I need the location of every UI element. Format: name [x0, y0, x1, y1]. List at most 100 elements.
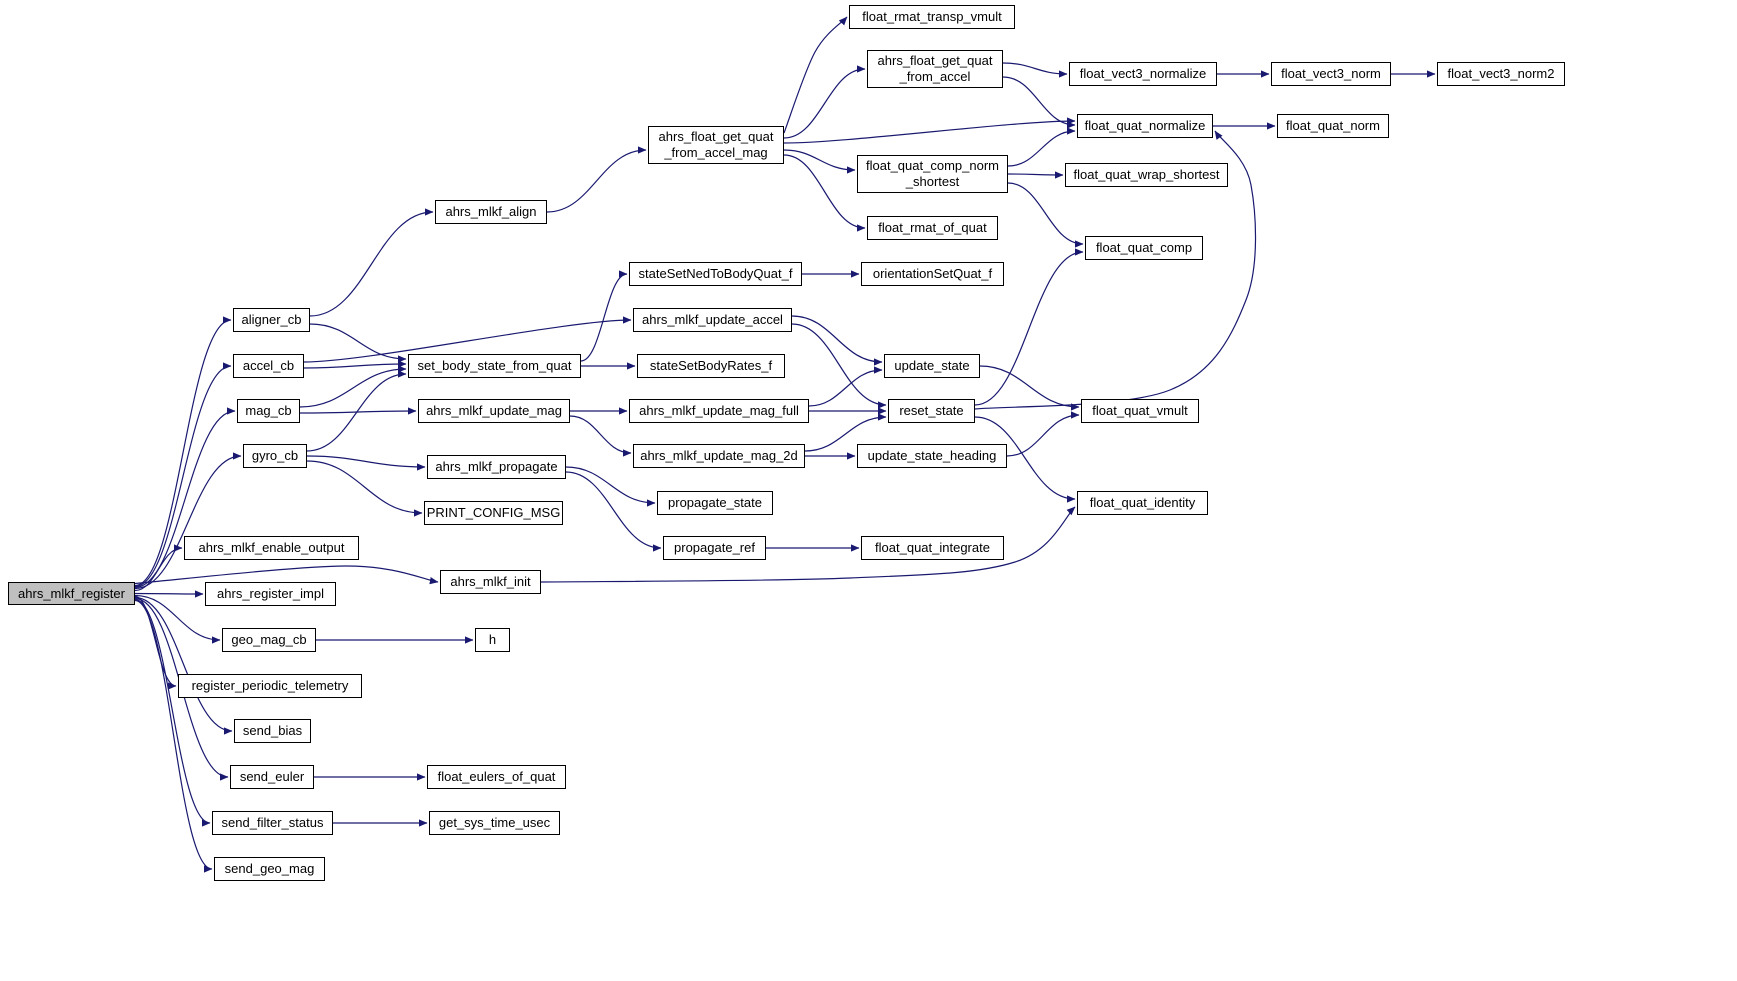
- edge-ahrs_mlkf_update_mag_full--update_state: [808, 366, 883, 407]
- node-float_quat_comp_norm_shortest[interactable]: float_quat_comp_norm_shortest: [857, 155, 1008, 193]
- edge-mag_cb--set_body_state_from_quat: [299, 365, 407, 408]
- edge-ahrs_mlkf_register--ahrs_mlkf_enable_output: [134, 544, 183, 592]
- edge-ahrs_mlkf_register--ahrs_register_impl: [134, 590, 204, 598]
- node-PRINT_CONFIG_MSG[interactable]: PRINT_CONFIG_MSG: [424, 501, 563, 525]
- node-send_euler[interactable]: send_euler: [230, 765, 314, 789]
- node-register_periodic_telemetry[interactable]: register_periodic_telemetry: [178, 674, 362, 698]
- node-float_quat_identity[interactable]: float_quat_identity: [1077, 491, 1208, 515]
- edge-ahrs_mlkf_propagate--propagate_state: [565, 466, 656, 507]
- node-set_body_state_from_quat[interactable]: set_body_state_from_quat: [408, 354, 581, 378]
- node-ahrs_mlkf_register[interactable]: ahrs_mlkf_register: [8, 582, 135, 605]
- node-mag_cb[interactable]: mag_cb: [237, 399, 300, 423]
- node-get_sys_time_usec[interactable]: get_sys_time_usec: [429, 811, 560, 835]
- node-stateSetNedToBodyQuat_f[interactable]: stateSetNedToBodyQuat_f: [629, 262, 802, 286]
- node-label: send_filter_status: [221, 815, 324, 830]
- node-label: float_quat_wrap_shortest: [1073, 167, 1220, 182]
- edge-reset_state--float_quat_identity: [974, 416, 1076, 503]
- node-propagate_ref[interactable]: propagate_ref: [663, 536, 766, 560]
- node-label: _from_accel_mag: [664, 145, 768, 160]
- node-ahrs_mlkf_update_mag_full[interactable]: ahrs_mlkf_update_mag_full: [629, 399, 809, 423]
- node-float_quat_normalize[interactable]: float_quat_normalize: [1077, 114, 1213, 138]
- edge-ahrs_mlkf_register--send_bias: [134, 596, 233, 735]
- node-label: stateSetNedToBodyQuat_f: [638, 266, 793, 281]
- node-stateSetBodyRates_f[interactable]: stateSetBodyRates_f: [637, 354, 785, 378]
- node-label: ahrs_mlkf_align: [445, 204, 537, 219]
- edge-reset_state--float_quat_comp: [974, 248, 1084, 406]
- node-label: ahrs_mlkf_enable_output: [198, 540, 345, 555]
- edge-ahrs_mlkf_align--ahrs_float_get_quat_from_accel_mag: [546, 146, 647, 213]
- node-float_vect3_norm[interactable]: float_vect3_norm: [1271, 62, 1391, 86]
- edge-ahrs_mlkf_register--send_geo_mag: [134, 599, 213, 873]
- node-label: get_sys_time_usec: [438, 815, 551, 830]
- edge-update_state--float_quat_vmult: [979, 365, 1080, 411]
- node-reset_state[interactable]: reset_state: [888, 399, 975, 423]
- node-label: propagate_ref: [674, 540, 755, 555]
- node-ahrs_mlkf_enable_output[interactable]: ahrs_mlkf_enable_output: [184, 536, 359, 560]
- node-ahrs_mlkf_update_accel[interactable]: ahrs_mlkf_update_accel: [633, 308, 792, 332]
- node-label: ahrs_float_get_quat: [658, 129, 774, 144]
- node-label: float_quat_normalize: [1084, 118, 1206, 133]
- node-ahrs_mlkf_init[interactable]: ahrs_mlkf_init: [440, 570, 541, 594]
- node-h[interactable]: h: [475, 628, 510, 652]
- node-ahrs_mlkf_update_mag[interactable]: ahrs_mlkf_update_mag: [418, 399, 570, 423]
- node-ahrs_mlkf_align[interactable]: ahrs_mlkf_align: [435, 200, 547, 224]
- edge-float_quat_comp_norm_shortest--float_quat_wrap_shortest: [1007, 171, 1064, 179]
- edge-set_body_state_from_quat--stateSetNedToBodyQuat_f: [580, 270, 628, 362]
- node-geo_mag_cb[interactable]: geo_mag_cb: [222, 628, 316, 652]
- node-float_quat_integrate[interactable]: float_quat_integrate: [861, 536, 1004, 560]
- edge-ahrs_float_get_quat_from_accel_mag--float_quat_comp_norm_shortest: [783, 149, 856, 174]
- node-aligner_cb[interactable]: aligner_cb: [233, 308, 310, 332]
- edge-reset_state--float_quat_normalize: [974, 130, 1257, 410]
- node-send_bias[interactable]: send_bias: [234, 719, 311, 743]
- edge-ahrs_float_get_quat_from_accel_mag--float_rmat_of_quat: [783, 154, 866, 232]
- node-label: _shortest: [905, 174, 960, 189]
- node-label: float_quat_comp: [1095, 240, 1193, 255]
- node-ahrs_mlkf_propagate[interactable]: ahrs_mlkf_propagate: [427, 455, 566, 479]
- node-accel_cb[interactable]: accel_cb: [233, 354, 304, 378]
- node-label: ahrs_mlkf_update_accel: [642, 312, 783, 327]
- node-float_vect3_normalize[interactable]: float_vect3_normalize: [1069, 62, 1217, 86]
- node-send_filter_status[interactable]: send_filter_status: [212, 811, 333, 835]
- node-label: float_rmat_of_quat: [878, 220, 987, 235]
- node-send_geo_mag[interactable]: send_geo_mag: [214, 857, 325, 881]
- node-update_state[interactable]: update_state: [884, 354, 980, 378]
- node-label: float_rmat_transp_vmult: [862, 9, 1002, 24]
- edge-gyro_cb--PRINT_CONFIG_MSG: [306, 460, 423, 517]
- node-label: update_state: [894, 358, 970, 373]
- node-ahrs_register_impl[interactable]: ahrs_register_impl: [205, 582, 336, 606]
- edge-ahrs_float_get_quat_from_accel_mag--float_rmat_transp_vmult: [783, 16, 848, 134]
- node-label: propagate_state: [668, 495, 762, 510]
- node-float_quat_wrap_shortest[interactable]: float_quat_wrap_shortest: [1065, 163, 1228, 187]
- edge-ahrs_mlkf_register--gyro_cb: [134, 452, 242, 590]
- node-orientationSetQuat_f[interactable]: orientationSetQuat_f: [861, 262, 1004, 286]
- node-label: set_body_state_from_quat: [417, 358, 572, 373]
- edge-update_state_heading--float_quat_vmult: [1006, 411, 1080, 457]
- node-ahrs_float_get_quat_from_accel[interactable]: ahrs_float_get_quat_from_accel: [867, 50, 1003, 88]
- node-label: ahrs_register_impl: [217, 586, 324, 601]
- edge-ahrs_mlkf_propagate--propagate_ref: [565, 471, 662, 552]
- node-gyro_cb[interactable]: gyro_cb: [243, 444, 307, 468]
- node-label: float_quat_integrate: [875, 540, 990, 555]
- node-label: mag_cb: [245, 403, 292, 418]
- node-float_quat_norm[interactable]: float_quat_norm: [1277, 114, 1389, 138]
- node-float_quat_comp[interactable]: float_quat_comp: [1085, 236, 1203, 260]
- node-label: reset_state: [899, 403, 964, 418]
- node-update_state_heading[interactable]: update_state_heading: [857, 444, 1007, 468]
- node-label: float_vect3_norm: [1281, 66, 1381, 81]
- node-ahrs_float_get_quat_from_accel_mag[interactable]: ahrs_float_get_quat_from_accel_mag: [648, 126, 784, 164]
- node-float_eulers_of_quat[interactable]: float_eulers_of_quat: [427, 765, 566, 789]
- node-label: ahrs_mlkf_init: [450, 574, 531, 589]
- node-ahrs_mlkf_update_mag_2d[interactable]: ahrs_mlkf_update_mag_2d: [633, 444, 805, 468]
- node-float_vect3_norm2[interactable]: float_vect3_norm2: [1437, 62, 1565, 86]
- node-label: float_vect3_norm2: [1447, 66, 1555, 81]
- edge-ahrs_mlkf_register--accel_cb: [134, 362, 232, 588]
- node-float_quat_vmult[interactable]: float_quat_vmult: [1081, 399, 1199, 423]
- edge-aligner_cb--ahrs_mlkf_align: [309, 208, 434, 317]
- node-float_rmat_of_quat[interactable]: float_rmat_of_quat: [867, 216, 998, 240]
- edge-ahrs_float_get_quat_from_accel_mag--float_quat_normalize: [783, 117, 1076, 144]
- edge-gyro_cb--set_body_state_from_quat: [306, 370, 407, 452]
- node-propagate_state[interactable]: propagate_state: [657, 491, 773, 515]
- node-float_rmat_transp_vmult[interactable]: float_rmat_transp_vmult: [849, 5, 1015, 29]
